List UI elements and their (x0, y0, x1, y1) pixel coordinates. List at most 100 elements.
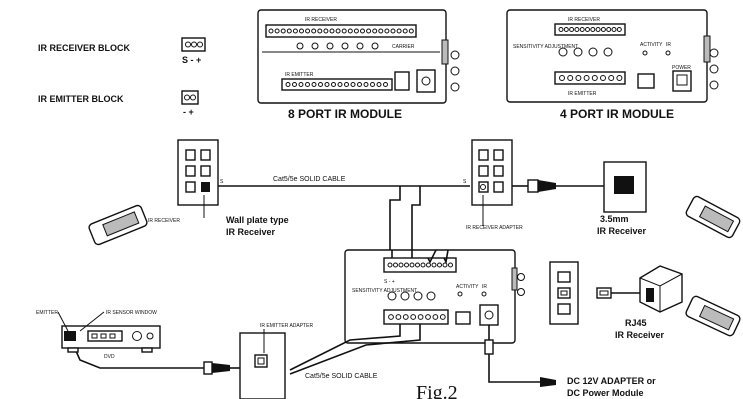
terminal-screw (448, 262, 453, 268)
eight-port-title: 8 PORT IR MODULE (288, 107, 402, 121)
terminal-screw (280, 28, 286, 34)
terminal-screw (341, 28, 347, 34)
terminal-screw (311, 82, 317, 87)
terminal-screw (583, 75, 590, 81)
terminal-screw (410, 314, 417, 320)
terminal-screw (437, 262, 442, 268)
rj45-receiver: RJ45 IR Receiver (596, 265, 683, 340)
central-power-jack (479, 304, 499, 326)
terminal-screw (402, 28, 408, 34)
terminal-screw (366, 28, 372, 34)
terminal-screw (370, 82, 375, 87)
sensor-window-tag: IR SENSOR WINDOW (106, 310, 157, 316)
eight-port-module: IR RECEIVER CARRIER IR EMITTER 8 PORT IR… (257, 9, 460, 121)
terminal-screw (311, 28, 317, 34)
power-line2: DC Power Module (567, 388, 644, 398)
terminal-screw (432, 314, 439, 320)
wallplate-ir-receiver-tag: IR RECEIVER (148, 218, 180, 224)
top-cable: S S Cat5/5e SOLID CABLE (218, 176, 470, 250)
rj45-line1: RJ45 (625, 318, 647, 328)
eight-port-adjust-row (296, 42, 379, 50)
terminal-screw (404, 262, 409, 268)
terminal-screw (274, 28, 280, 34)
terminal-screw (439, 314, 446, 320)
terminal-screw (292, 28, 298, 34)
eight-port-emitter-terminals (281, 78, 393, 91)
svg-text:S: S (220, 179, 224, 185)
terminal-screw (425, 314, 431, 320)
terminal-screw (395, 314, 402, 320)
mm35-line1: 3.5mm (600, 214, 629, 224)
eight-port-receiver-terminals (265, 24, 417, 38)
four-port-module: IR RECEIVER SENSITIVITY ADJUSTMENT ACTIV… (506, 9, 719, 121)
terminal-screw (396, 28, 402, 34)
terminal-screw (611, 27, 617, 32)
wallplate-title-line1: Wall plate type (226, 215, 289, 225)
terminal-screw (387, 262, 393, 268)
four-port-power-label: POWER (672, 65, 691, 71)
eight-port-power-jack (416, 69, 436, 93)
svg-text:S: S (463, 179, 467, 185)
terminal-screw (298, 82, 304, 87)
terminal-screw (575, 75, 582, 81)
rj45-line2: IR Receiver (615, 330, 665, 340)
terminal-screw (417, 314, 424, 320)
central-module: S - + SENSITIVITY ADJUSTMENT ACTIVITY IR (344, 249, 525, 344)
terminal-screw (595, 27, 601, 32)
receiver-adapter-plate: IR RECEIVER ADAPTER (466, 139, 604, 231)
emitter-adapter: IR EMITTER ADAPTER (239, 323, 313, 399)
top-cable-label: Cat5/5e SOLID CABLE (273, 176, 346, 183)
terminal-screw (420, 262, 426, 268)
four-port-emitter-header: IR EMITTER (568, 91, 597, 97)
terminal-screw (350, 82, 356, 87)
bottom-cable-label: Cat5/5e SOLID CABLE (305, 373, 378, 380)
terminal-screw (408, 28, 414, 34)
terminal-screw (393, 262, 398, 268)
eight-port-receiver-header: IR RECEIVER (305, 17, 337, 23)
central-sensitivity: SENSITIVITY ADJUSTMENT (352, 288, 417, 294)
terminal-screw (357, 82, 362, 87)
eight-port-expansion-jack (394, 71, 410, 91)
receiver-block-pins: S - + (182, 55, 201, 65)
rj45-wallplate (549, 261, 579, 325)
terminal-screw (305, 82, 310, 87)
terminal-screw (335, 28, 341, 34)
four-port-expansion-jack (637, 73, 655, 89)
terminal-screw (383, 82, 388, 87)
dvd-player: DVD EMITTER IR SENSOR WINDOW (36, 310, 161, 360)
terminal-screw (616, 75, 623, 81)
central-ir: IR (482, 284, 487, 290)
terminal-screw (442, 262, 448, 268)
receiver-adapter-tag: IR RECEIVER ADAPTER (466, 225, 523, 231)
eight-port-carrier: CARRIER (392, 44, 415, 50)
emitter-adapter-tag: IR EMITTER ADAPTER (260, 323, 313, 329)
eight-port-emitter-header: IR EMITTER (285, 72, 314, 78)
terminal-screw (600, 75, 606, 81)
wallplate-title-line2: IR Receiver (226, 227, 276, 237)
dvd-label: DVD (104, 354, 115, 360)
terminal-screw (344, 82, 349, 87)
terminal-screw (268, 28, 274, 34)
four-port-receiver-header: IR RECEIVER (568, 17, 600, 23)
terminal-screw (606, 27, 612, 32)
legend-emitter-block: IR EMITTER BLOCK - + (38, 90, 199, 117)
power-line1: DC 12V ADAPTER or (567, 376, 656, 386)
terminal-screw (591, 75, 598, 81)
terminal-screw (347, 28, 353, 34)
remote-control-left (88, 204, 148, 246)
remote-control-right-top (685, 195, 741, 239)
terminal-screw (590, 27, 596, 32)
terminal-screw (559, 75, 565, 81)
terminal-screw (579, 27, 585, 32)
terminal-screw (388, 314, 394, 320)
central-terminal-pins: S - + (384, 279, 395, 285)
terminal-screw (376, 82, 382, 87)
four-port-emitter-terminals (554, 71, 626, 85)
four-port-sensitivity: SENSITIVITY ADJUSTMENT (513, 44, 578, 50)
central-activity: ACTIVITY (456, 284, 479, 290)
emitter-block-pins: - + (183, 107, 194, 117)
terminal-screw (372, 28, 378, 34)
wallplate-receiver: IR RECEIVER Wall plate type IR Receiver (148, 139, 289, 237)
central-expansion-jack (455, 311, 471, 325)
